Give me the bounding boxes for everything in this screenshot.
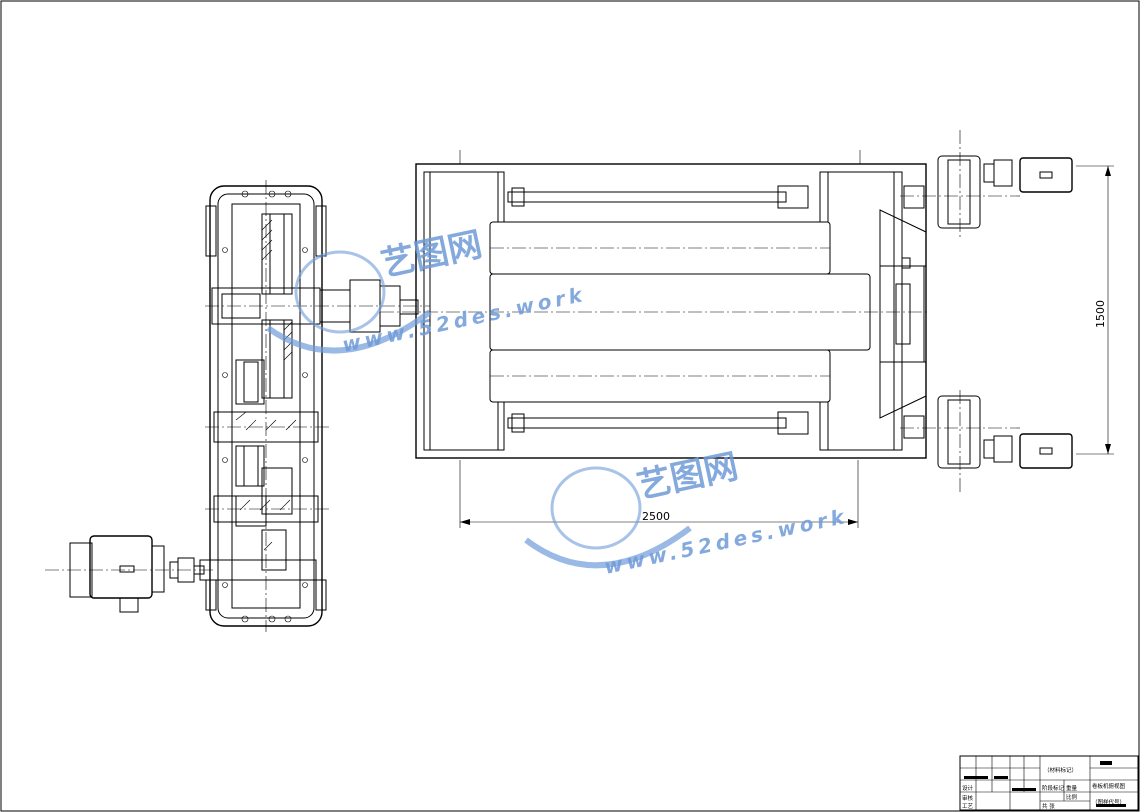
width-dimension-label: 2500 <box>642 510 670 523</box>
material-mark: （材料标记） <box>1044 766 1077 774</box>
drawing-name: 卷板机俯视图 <box>1092 782 1126 790</box>
watermark-brand-1: 艺图网 <box>378 224 486 284</box>
height-dimension-label: 1500 <box>1094 300 1107 328</box>
title-block: （材料标记） 卷板机俯视图 （图样代号） 重量 比例 阶段标记 共 张 设计 审… <box>959 755 1139 811</box>
scale-label: 比例 <box>1066 793 1078 801</box>
drawing-code: （图样代号） <box>1092 798 1125 806</box>
right-drive-top <box>900 130 1073 240</box>
watermark-2: 艺图网 www.52des.work <box>524 446 850 579</box>
gearbox-view <box>199 180 430 632</box>
watermark-brand-2: 艺图网 <box>634 446 742 506</box>
dimension-width: 2500 <box>459 460 859 528</box>
stage-label: 阶段标记 <box>1042 784 1065 792</box>
weight-label: 重量 <box>1066 784 1078 792</box>
review-label: 审核 <box>962 794 974 802</box>
process-label: 工艺 <box>962 803 974 810</box>
design-label: 设计 <box>962 784 974 792</box>
roller-frame <box>380 150 930 459</box>
sheet-label: 共 张 <box>1042 802 1055 810</box>
dimension-height: 1500 <box>1076 165 1114 455</box>
drive-motor <box>45 535 215 613</box>
right-drive-bottom <box>900 390 1073 495</box>
